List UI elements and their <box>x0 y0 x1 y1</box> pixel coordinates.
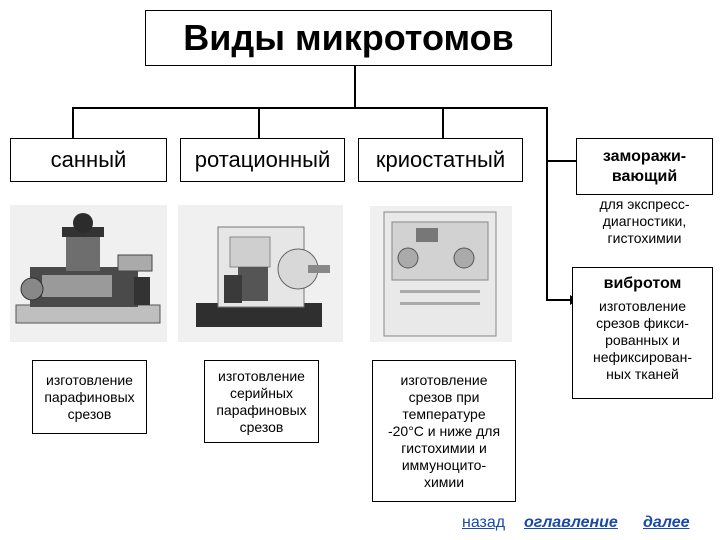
freezing-note: для экспресс- диагностики, гистохимии <box>576 196 713 247</box>
vibratome-title: вибротом <box>604 274 682 294</box>
cryostat-image <box>370 206 512 342</box>
nav-next-link[interactable]: далее <box>643 514 690 532</box>
connector-vibratome <box>546 299 572 301</box>
page-title: Виды микротомов <box>145 10 552 66</box>
category-cryostat: криостатный <box>358 138 523 182</box>
category-freezing: заморажи- вающий <box>576 138 713 195</box>
rotary-microtome-image <box>178 205 343 342</box>
nav-back-link[interactable]: назад <box>462 514 505 532</box>
nav-contents-link[interactable]: оглавление <box>524 514 618 532</box>
category-sanny: санный <box>10 138 167 182</box>
connector-sanny <box>72 107 74 138</box>
connector-cryostat <box>442 107 444 138</box>
vibratome-box: вибротом изготовление срезов фикси- рова… <box>572 267 713 399</box>
desc-cryostat: изготовление срезов при температуре -20°… <box>372 360 516 502</box>
connector-rotational <box>258 107 260 138</box>
connector-right-vertical <box>546 107 548 301</box>
vibratome-desc: изготовление срезов фикси- рованных и не… <box>593 298 692 383</box>
connector-freezing <box>546 160 576 162</box>
category-rotational: ротационный <box>180 138 345 182</box>
desc-sanny: изготовление парафиновых срезов <box>32 360 147 434</box>
sled-microtome-image <box>10 205 167 342</box>
desc-rotational: изготовление серийных парафиновых срезов <box>204 360 319 443</box>
connector-title-down <box>354 66 356 108</box>
connector-horizontal <box>72 107 548 109</box>
